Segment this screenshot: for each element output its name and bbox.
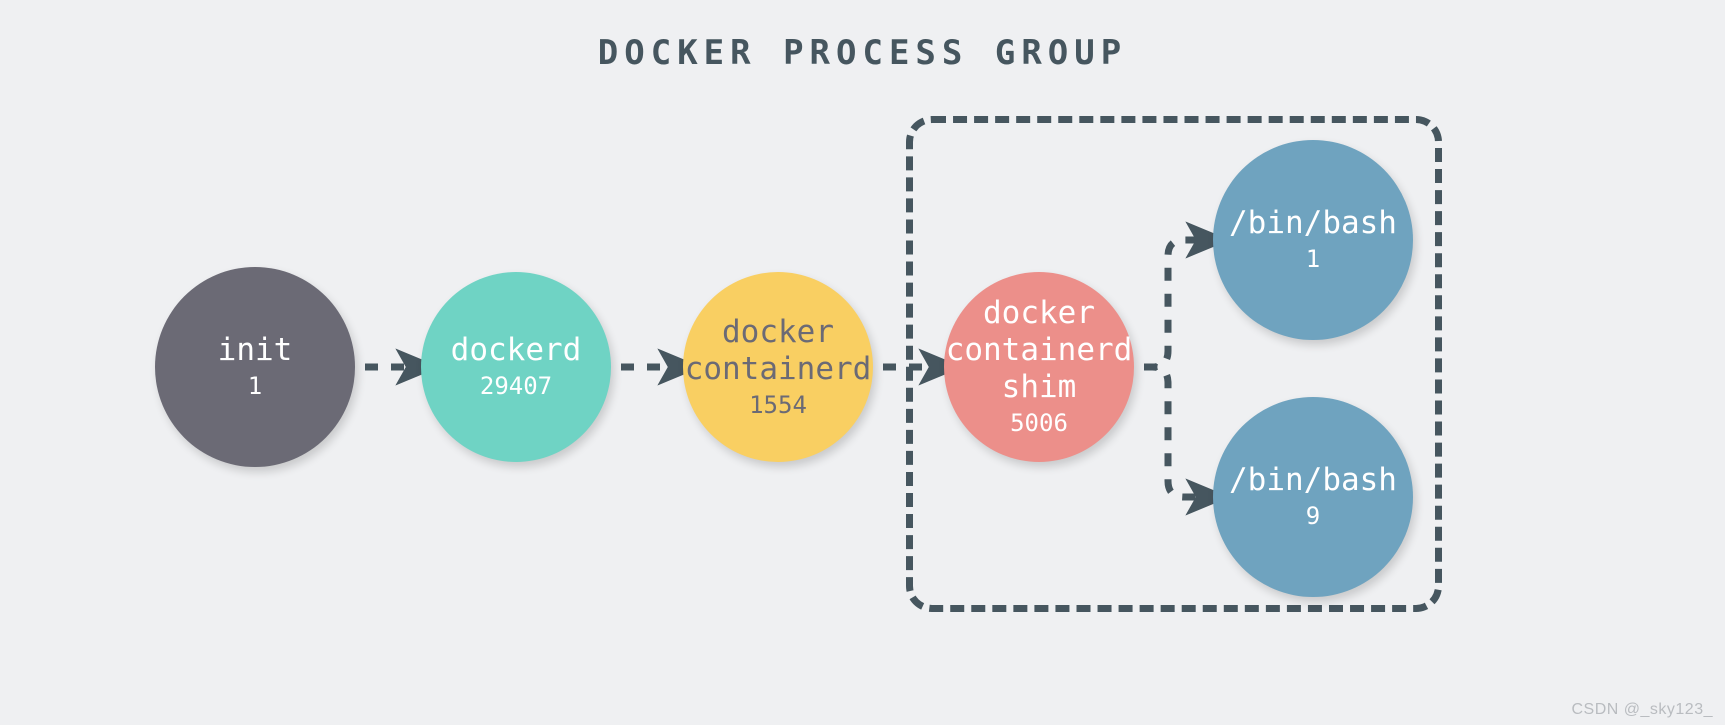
process-name: init	[217, 332, 293, 368]
page-title: DOCKER PROCESS GROUP	[597, 33, 1128, 73]
process-node-dockerd[interactable]: dockerd 29407	[421, 272, 611, 462]
process-node-docker-containerd-shim[interactable]: docker containerd shim 5006	[944, 272, 1134, 462]
process-name: /bin/bash	[1229, 462, 1397, 498]
process-name: docker containerd	[684, 313, 872, 387]
process-pid: 9	[1305, 502, 1321, 530]
process-node-docker-containerd[interactable]: docker containerd 1554	[683, 272, 873, 462]
process-name: docker containerd shim	[945, 295, 1133, 405]
watermark: CSDN @_sky123_	[1571, 701, 1713, 718]
process-pid: 5006	[1010, 409, 1068, 437]
process-name: /bin/bash	[1229, 205, 1397, 241]
process-name: dockerd	[450, 332, 582, 368]
process-node-init[interactable]: init 1	[155, 267, 355, 467]
process-pid: 1554	[749, 390, 807, 419]
process-node-bin-bash-top[interactable]: /bin/bash 1	[1213, 140, 1413, 340]
process-pid: 1	[247, 372, 263, 400]
process-pid: 1	[1305, 245, 1321, 273]
process-pid: 29407	[479, 372, 553, 400]
process-node-bin-bash-bottom[interactable]: /bin/bash 9	[1213, 397, 1413, 597]
